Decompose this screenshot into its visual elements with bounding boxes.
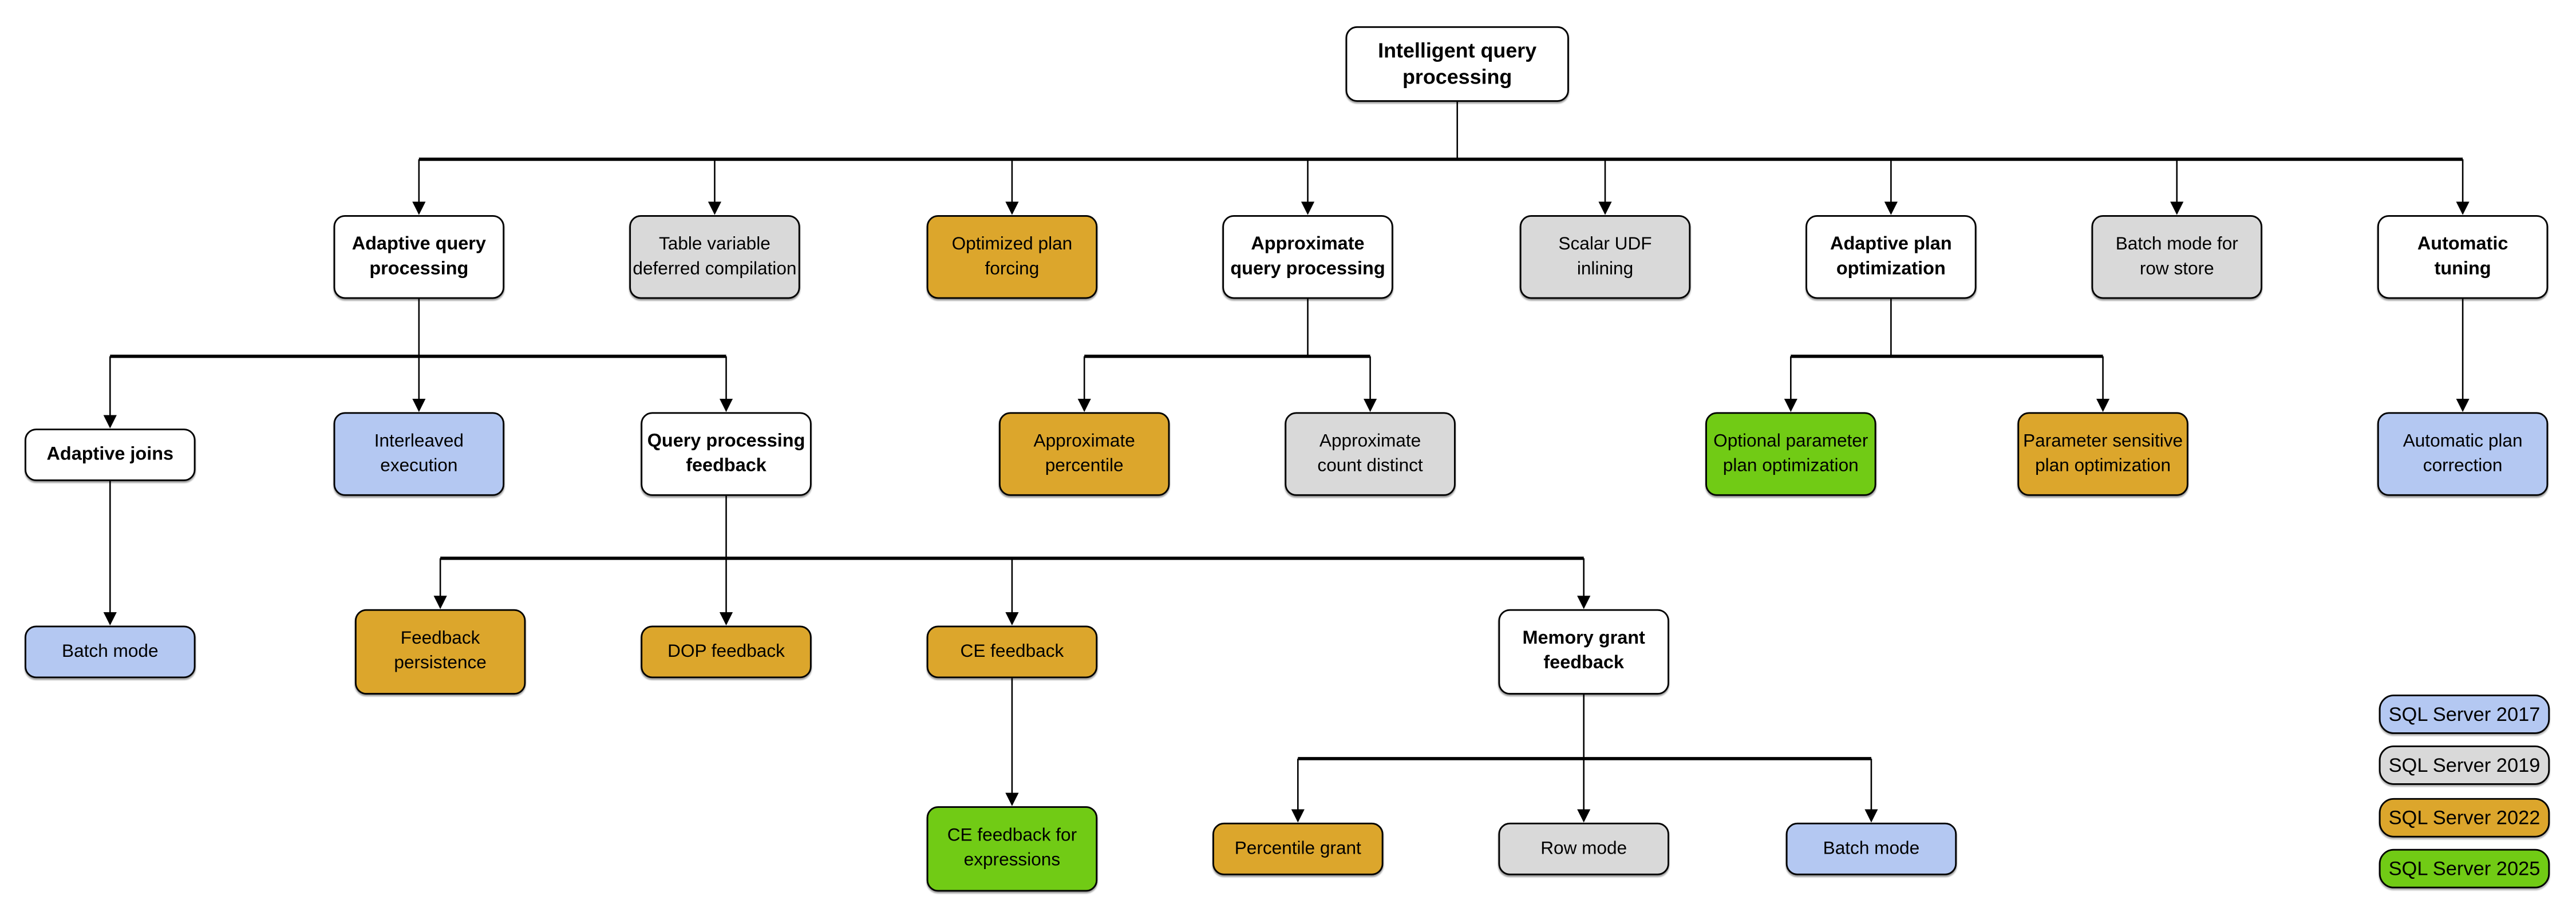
node-approximate-count-distinct: Approximate count distinct bbox=[1285, 412, 1456, 496]
node-scalar-udf-inlining: Scalar UDF inlining bbox=[1519, 215, 1691, 299]
node-intelligent-query-processing: Intelligent query processing bbox=[1345, 26, 1569, 102]
node-batch-mode-for-row-store: Batch mode for row store bbox=[2091, 215, 2262, 299]
node-percentile-grant: Percentile grant bbox=[1212, 822, 1384, 875]
node-automatic-plan-correction: Automatic plan correction bbox=[2377, 412, 2549, 496]
legend-sql-server-2022: SQL Server 2022 bbox=[2379, 798, 2550, 838]
node-optional-parameter-plan-optimization: Optional parameter plan optimization bbox=[1705, 412, 1876, 496]
connector-adaptive-plan-optimization-children bbox=[1784, 299, 2110, 413]
node-query-processing-feedback: Query processing feedback bbox=[641, 412, 812, 496]
node-batch-mode-memory-grant: Batch mode bbox=[1785, 822, 1957, 875]
connector-adaptive-query-processing-children bbox=[103, 299, 733, 429]
node-feedback-persistence: Feedback persistence bbox=[354, 609, 526, 695]
connector-root-to-level2 bbox=[412, 101, 2470, 215]
node-ce-feedback: CE feedback bbox=[926, 625, 1098, 679]
node-parameter-sensitive-plan-optimization: Parameter sensitive plan optimization bbox=[2017, 412, 2188, 496]
node-table-variable-deferred-compilation: Table variable deferred compilation bbox=[629, 215, 800, 299]
node-batch-mode-adaptive-joins: Batch mode bbox=[25, 625, 196, 679]
node-ce-feedback-for-expressions: CE feedback for expressions bbox=[926, 806, 1098, 892]
node-automatic-tuning: Automatic tuning bbox=[2377, 215, 2549, 299]
node-row-mode: Row mode bbox=[1498, 822, 1669, 875]
legend-sql-server-2025: SQL Server 2025 bbox=[2379, 848, 2550, 889]
connector-query-processing-feedback-children bbox=[433, 495, 1591, 626]
node-approximate-percentile: Approximate percentile bbox=[998, 412, 1170, 496]
legend-sql-server-2017: SQL Server 2017 bbox=[2379, 695, 2550, 734]
node-adaptive-plan-optimization: Adaptive plan optimization bbox=[1805, 215, 1977, 299]
node-adaptive-joins: Adaptive joins bbox=[25, 429, 196, 481]
node-dop-feedback: DOP feedback bbox=[641, 625, 812, 679]
connector-memory-grant-feedback-children bbox=[1291, 695, 1878, 823]
node-memory-grant-feedback: Memory grant feedback bbox=[1498, 609, 1669, 695]
node-approximate-query-processing: Approximate query processing bbox=[1222, 215, 1393, 299]
connector-approximate-query-processing-children bbox=[1077, 299, 1377, 413]
node-interleaved-execution: Interleaved execution bbox=[333, 412, 505, 496]
node-optimized-plan-forcing: Optimized plan forcing bbox=[926, 215, 1098, 299]
node-adaptive-query-processing: Adaptive query processing bbox=[333, 215, 505, 299]
legend-sql-server-2019: SQL Server 2019 bbox=[2379, 745, 2550, 785]
